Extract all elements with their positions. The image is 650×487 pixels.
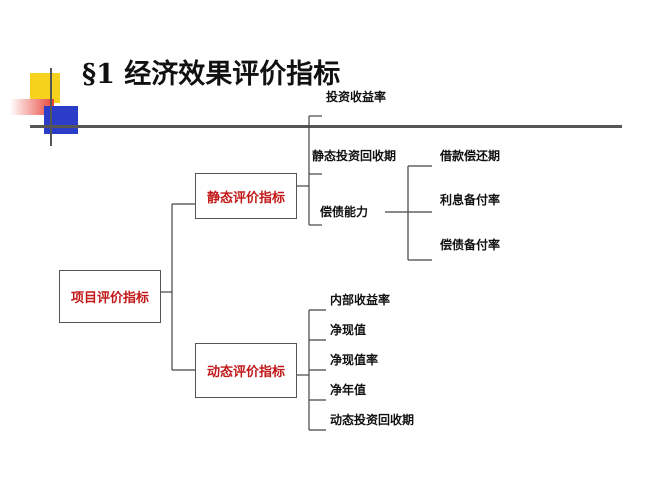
decor-yellow-square xyxy=(30,73,60,103)
decor-red-bar xyxy=(10,99,54,115)
dynamic-item-npvr: 净现值率 xyxy=(330,353,379,367)
dynamic-indicators-box: 动态评价指标 xyxy=(195,343,297,398)
solvency-item-debt-coverage: 偿债备付率 xyxy=(440,238,501,252)
dynamic-item-dynamic-payback: 动态投资回收期 xyxy=(330,413,415,427)
static-item-solvency: 偿债能力 xyxy=(320,205,369,219)
root-node-box: 项目评价指标 xyxy=(59,270,161,323)
page-title: §1 经济效果评价指标 xyxy=(82,59,341,90)
dynamic-item-irr: 内部收益率 xyxy=(330,293,391,307)
decor-vertical-line xyxy=(50,68,52,146)
solvency-item-loan-repayment: 借款偿还期 xyxy=(440,149,501,163)
dynamic-item-npv: 净现值 xyxy=(330,323,367,337)
solvency-item-interest-coverage: 利息备付率 xyxy=(440,193,501,207)
static-indicators-box: 静态评价指标 xyxy=(195,173,297,219)
title-rule xyxy=(30,125,622,128)
static-item-payback: 静态投资回收期 xyxy=(312,149,397,163)
static-item-roi: 投资收益率 xyxy=(326,90,387,104)
dynamic-item-nav: 净年值 xyxy=(330,383,367,397)
decor-blue-square xyxy=(44,106,78,134)
